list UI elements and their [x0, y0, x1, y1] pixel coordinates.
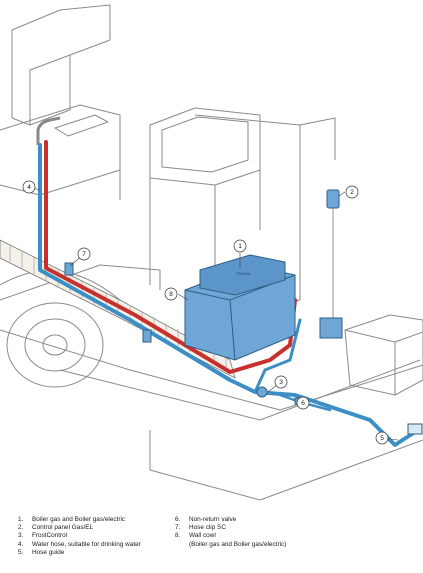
- cabinet-outline: [12, 5, 110, 125]
- bed-box-inner: [162, 117, 248, 172]
- legend-item: 2.Control panel Gas/EL: [18, 524, 178, 532]
- callout-label-5: 5: [380, 435, 384, 442]
- callout-label-6: 6: [301, 400, 305, 407]
- legend-item: 1.Boiler gas and Boiler gas/electric: [18, 516, 178, 524]
- legend-item: 8.Wall cowl: [175, 532, 415, 540]
- legend-item: 5.Hose guide: [18, 549, 178, 557]
- legend-item: (Boiler gas and Boiler gas/electric): [175, 541, 415, 549]
- water-tank: [345, 330, 423, 395]
- callout-label-7: 7: [82, 251, 86, 258]
- callout-label-8: 8: [169, 291, 173, 298]
- callout-label-2: 2: [350, 189, 354, 196]
- tap-elbow: [38, 118, 60, 145]
- water-tank: [345, 315, 423, 395]
- boiler-unit: TRUMA: [185, 255, 295, 360]
- legend-item: 7.Hose clip SC: [175, 524, 415, 532]
- svg-text:TRUMA: TRUMA: [236, 271, 251, 276]
- frostcontrol-valve-icon: [257, 387, 267, 397]
- hose-clip-icon: [143, 330, 151, 342]
- tap-block: [55, 115, 108, 136]
- legend-column-2: 6.Non-return valve 7.Hose clip SC 8.Wall…: [175, 516, 415, 549]
- legend-item: 4.Water hose, suitable for drinking wate…: [18, 541, 178, 549]
- legend-item: 3.FrostControl: [18, 532, 178, 540]
- bulkhead: [300, 118, 335, 160]
- counter-front: [40, 170, 120, 230]
- hose-guide-icon: [408, 424, 422, 434]
- control-panel-icon: [327, 190, 339, 208]
- callout-label-3: 3: [279, 379, 283, 386]
- wheel: [7, 303, 103, 387]
- callout-label-4: 4: [27, 184, 31, 191]
- legend-column-1: 1.Boiler gas and Boiler gas/electric 2.C…: [18, 516, 178, 557]
- legend-item: 6.Non-return valve: [175, 516, 415, 524]
- callout-label-1: 1: [238, 243, 242, 250]
- wheel-hub: [43, 335, 67, 355]
- wheel: [25, 319, 85, 371]
- electric-box: [320, 318, 342, 338]
